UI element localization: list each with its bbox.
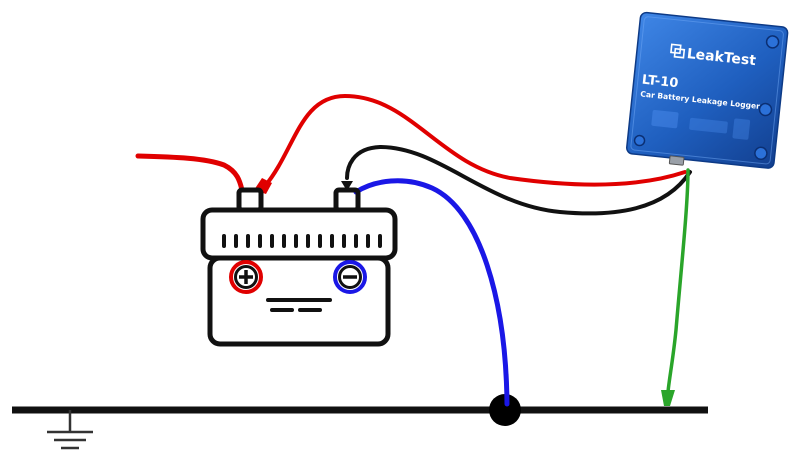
positive-logger-wire bbox=[263, 93, 687, 188]
plus-terminal-icon bbox=[229, 260, 263, 294]
ground-symbol-icon bbox=[47, 410, 93, 450]
leakage-logger-device: LeakTest LT-10 Car Battery Leakage Logge… bbox=[626, 11, 789, 169]
sense-connector-icon bbox=[661, 390, 675, 406]
cable-gland bbox=[668, 155, 685, 166]
device-brand-name: LeakTest bbox=[686, 46, 757, 69]
sense-ground-wire bbox=[666, 168, 690, 394]
battery-body bbox=[207, 255, 391, 347]
leaktest-logo-icon bbox=[670, 43, 686, 59]
minus-terminal-icon bbox=[333, 260, 367, 294]
ground-wire bbox=[353, 178, 510, 407]
device-model: LT-10 bbox=[641, 73, 679, 92]
ground-junction-dot bbox=[489, 394, 521, 426]
negative-logger-wire bbox=[345, 144, 692, 216]
positive-supply-wire bbox=[135, 153, 245, 193]
positive-post bbox=[236, 187, 264, 213]
negative-connector-icon bbox=[341, 181, 353, 191]
battery-lid bbox=[200, 207, 398, 261]
car-battery-icon bbox=[200, 187, 398, 347]
device-body bbox=[626, 11, 789, 169]
